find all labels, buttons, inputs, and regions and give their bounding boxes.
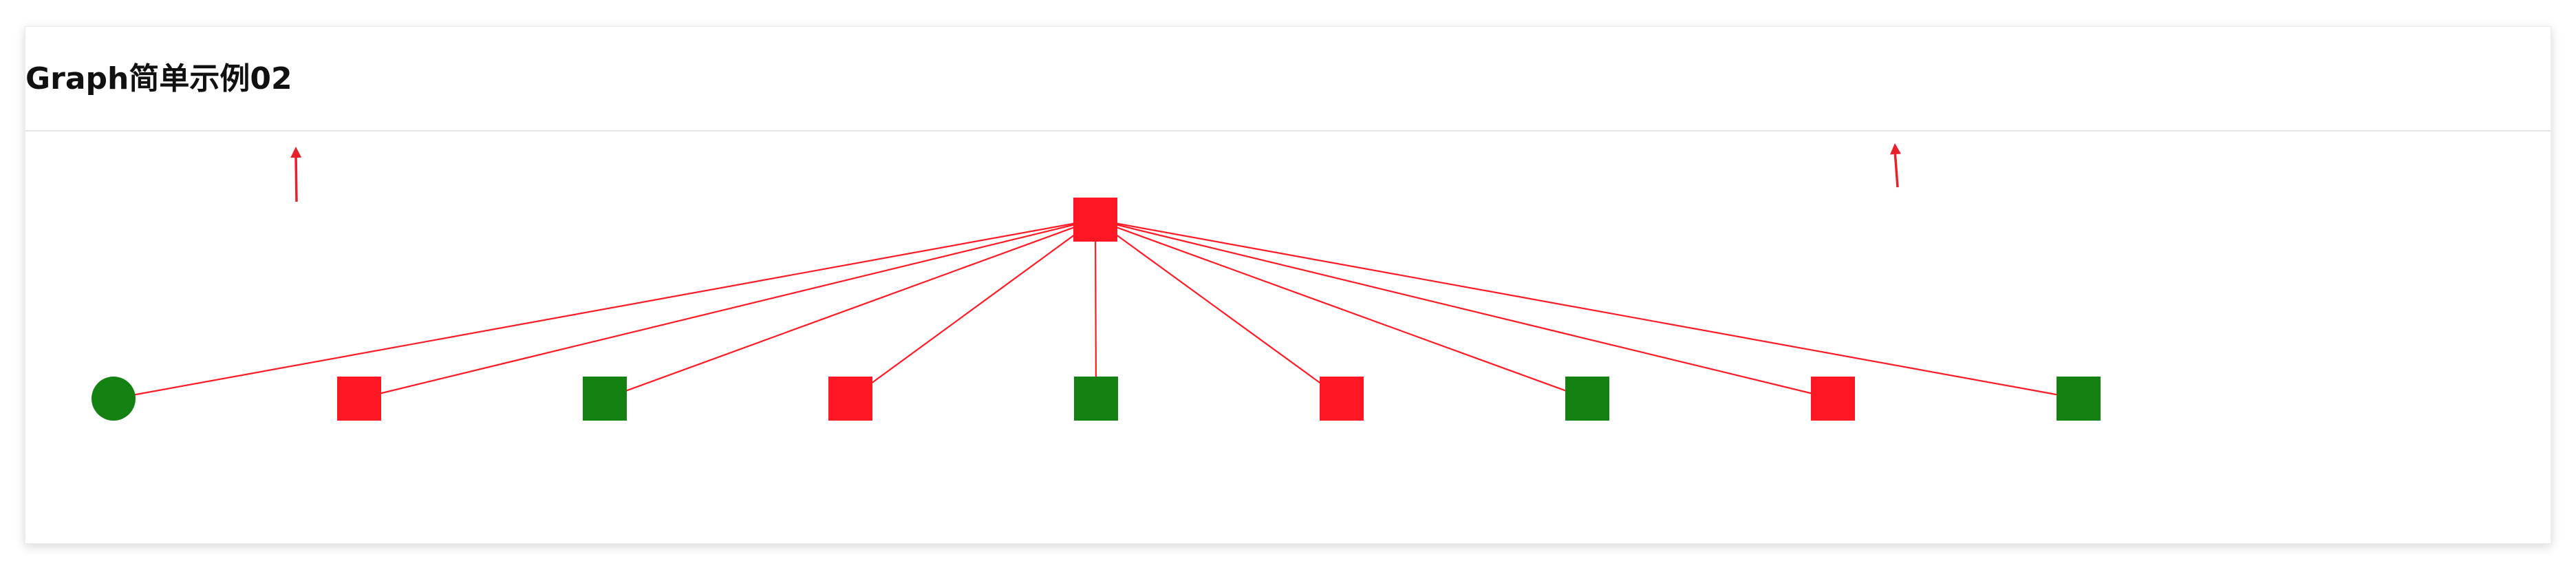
annotation-arrows <box>290 143 1901 202</box>
card-title: Graph简单示例02 <box>25 61 292 96</box>
child-node-square <box>1565 377 1609 421</box>
edge-line <box>1095 218 1834 400</box>
edge-line <box>113 218 1096 400</box>
child-node-square <box>828 377 872 421</box>
card-header: Graph简单示例02 <box>25 27 2551 131</box>
root-node <box>1073 198 1117 242</box>
edge-line <box>1095 218 1588 400</box>
graph-card: Graph简单示例02 <box>25 26 2551 544</box>
arrowhead-icon <box>290 147 302 158</box>
child-node-square <box>583 377 627 421</box>
arrowhead-icon <box>1890 143 1901 155</box>
child-node-circle <box>92 377 136 421</box>
annotation-arrow-shaft <box>294 153 298 202</box>
edges <box>113 218 2079 400</box>
edge-line <box>1094 219 1097 399</box>
child-node-square <box>337 377 381 421</box>
edge-line <box>604 218 1096 400</box>
edge-line <box>1095 218 2079 400</box>
edge-line <box>850 219 1096 399</box>
child-node-square <box>1074 377 1118 421</box>
child-node-square <box>1320 377 1364 421</box>
edge-line <box>1095 219 1342 399</box>
child-node-square <box>2057 377 2101 421</box>
edge-line <box>358 218 1096 400</box>
nodes <box>92 198 2101 421</box>
child-node-square <box>1811 377 1855 421</box>
annotation-arrow-shaft <box>1893 149 1899 188</box>
